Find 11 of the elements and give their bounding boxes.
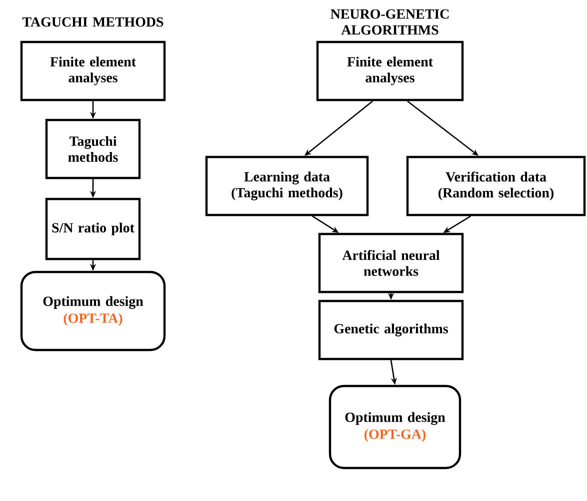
result-box: Optimum design (OPT-GA) bbox=[328, 384, 462, 470]
process-box: S/N ratio plot bbox=[45, 198, 141, 260]
process-box: Genetic algorithms bbox=[318, 300, 464, 360]
process-box: Taguchi methods bbox=[45, 118, 141, 180]
process-box: Artificial neural networks bbox=[318, 232, 464, 294]
process-box: Finite element analyses bbox=[20, 40, 166, 102]
process-box: Learning data (Taguchi methods) bbox=[205, 156, 369, 216]
process-box: Finite element analyses bbox=[316, 40, 464, 102]
result-box: Optimum design (OPT-TA) bbox=[20, 270, 166, 352]
column-heading: TAGUCHI METHODS bbox=[22, 17, 164, 27]
process-box: Verification data (Random selection) bbox=[406, 156, 586, 216]
